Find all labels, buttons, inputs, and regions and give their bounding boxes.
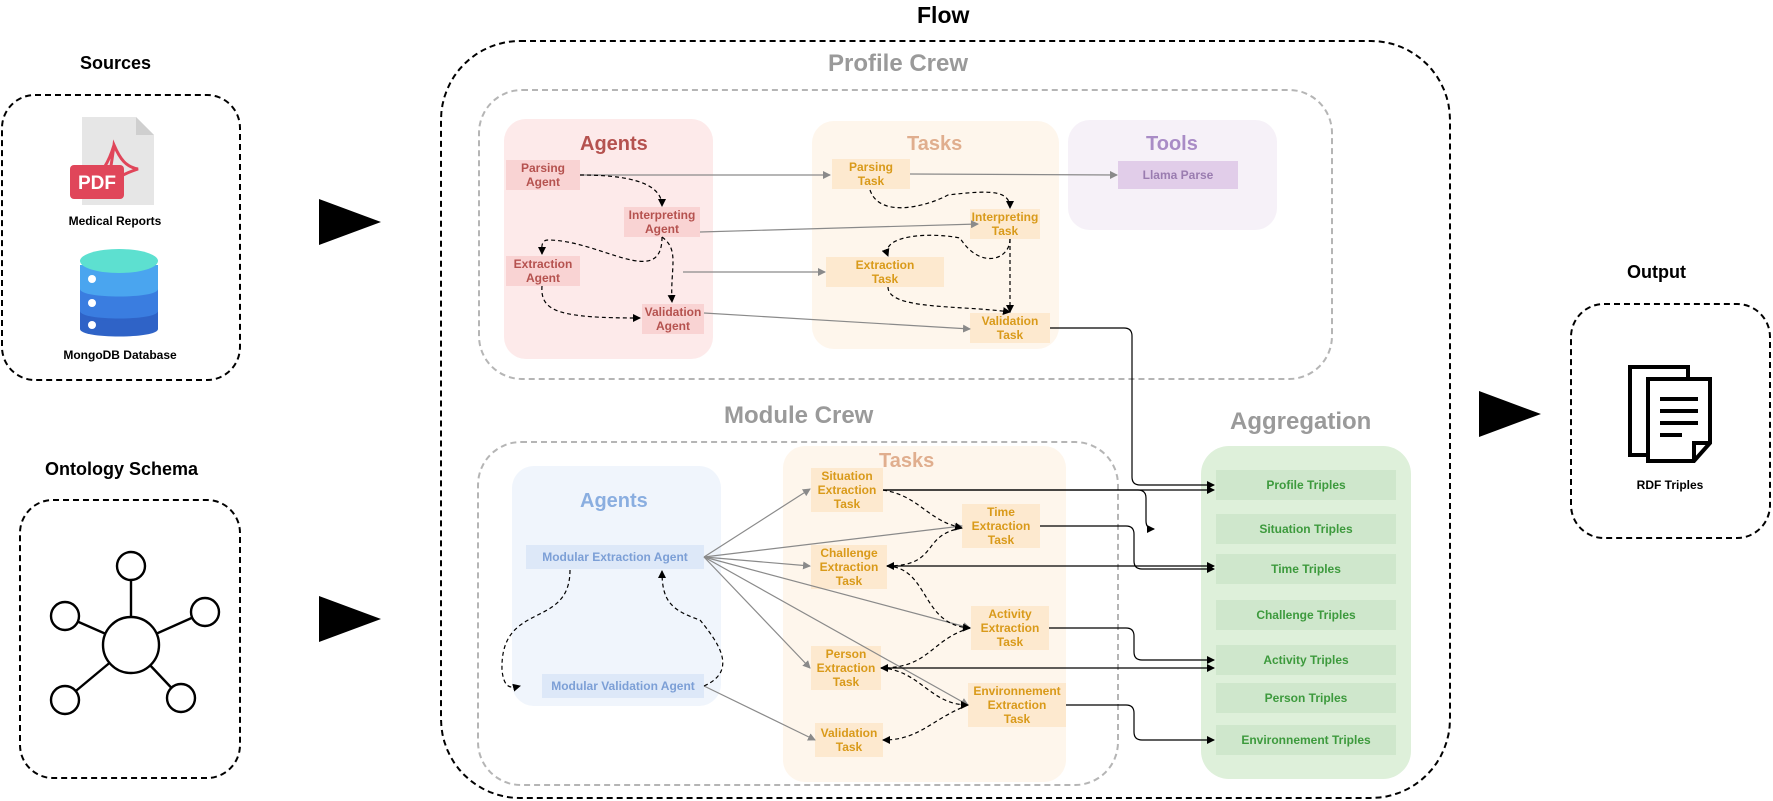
validation-task-module[interactable]: Validation Task <box>815 723 883 757</box>
challenge-triples[interactable]: Challenge Triples <box>1216 600 1396 630</box>
documents-icon <box>1626 363 1714 467</box>
output-heading: Output <box>1627 262 1686 282</box>
rdf-triples-label: RDF Triples <box>1636 478 1704 492</box>
modular-validation-agent[interactable]: Modular Validation Agent <box>542 674 704 698</box>
database-icon <box>78 247 160 343</box>
environnement-extraction-task[interactable]: Environnement Extraction Task <box>968 683 1066 727</box>
module-crew-title: Module Crew <box>724 402 874 429</box>
module-crew-box <box>477 441 1119 786</box>
output-box <box>1570 303 1771 539</box>
time-triples[interactable]: Time Triples <box>1216 554 1396 584</box>
flow-title: Flow <box>917 2 970 28</box>
modular-extraction-agent[interactable]: Modular Extraction Agent <box>526 545 704 569</box>
profile-crew-box <box>478 89 1333 380</box>
flow-to-output-arrow <box>1479 391 1541 437</box>
profile-agents-title: Agents <box>580 133 648 155</box>
person-triples[interactable]: Person Triples <box>1216 683 1396 713</box>
time-extraction-task[interactable]: Time Extraction Task <box>962 504 1040 548</box>
interpreting-task[interactable]: Interpreting Task <box>970 209 1040 239</box>
situation-extraction-task[interactable]: Situation Extraction Task <box>811 468 883 512</box>
pdf-badge: PDF <box>78 173 116 194</box>
module-tasks-title: Tasks <box>879 450 935 472</box>
ontology-to-flow-arrow <box>319 596 381 642</box>
ontology-heading: Ontology Schema <box>45 459 199 479</box>
medical-reports-label: Medical Reports <box>68 214 162 228</box>
flow-container <box>440 40 1451 799</box>
parsing-agent[interactable]: Parsing Agent <box>506 160 580 190</box>
pdf-file-icon: PDF <box>68 115 156 207</box>
sources-heading: Sources <box>80 53 152 73</box>
profile-triples[interactable]: Profile Triples <box>1216 470 1396 500</box>
module-agents-title: Agents <box>580 490 648 512</box>
graph-network-icon <box>45 548 225 718</box>
person-extraction-task[interactable]: Person Extraction Task <box>811 646 881 690</box>
environnement-triples[interactable]: Environnement Triples <box>1216 725 1396 755</box>
ontology-box <box>19 499 241 779</box>
activity-extraction-task[interactable]: Activity Extraction Task <box>971 606 1049 650</box>
profile-tools-title: Tools <box>1146 133 1198 155</box>
challenge-extraction-task[interactable]: Challenge Extraction Task <box>811 545 887 589</box>
extraction-task[interactable]: Extraction Task <box>826 257 944 287</box>
profile-tasks-title: Tasks <box>907 133 963 155</box>
validation-agent[interactable]: Validation Agent <box>642 304 704 334</box>
extraction-agent[interactable]: Extraction Agent <box>506 256 580 286</box>
activity-triples[interactable]: Activity Triples <box>1216 645 1396 675</box>
mongodb-database-label: MongoDB Database <box>63 348 177 362</box>
sources-box <box>1 94 241 381</box>
validation-task-profile[interactable]: Validation Task <box>970 313 1050 343</box>
llama-parse-tool[interactable]: Llama Parse <box>1118 161 1238 189</box>
parsing-task[interactable]: Parsing Task <box>832 159 910 189</box>
aggregation-title: Aggregation <box>1230 408 1372 435</box>
situation-triples[interactable]: Situation Triples <box>1216 514 1396 544</box>
profile-crew-title: Profile Crew <box>828 50 969 77</box>
interpreting-agent[interactable]: Interpreting Agent <box>624 207 700 237</box>
sources-to-flow-arrow <box>319 199 381 245</box>
